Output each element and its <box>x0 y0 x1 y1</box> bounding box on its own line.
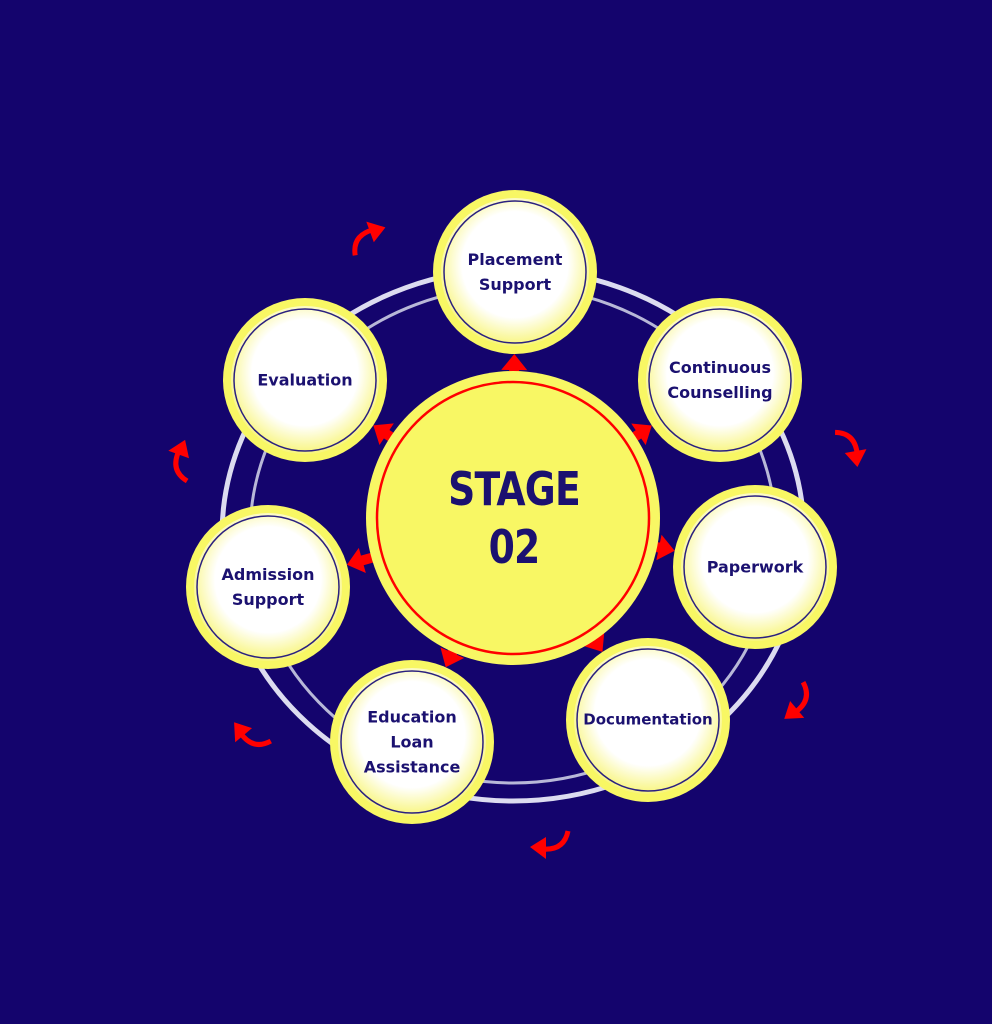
cycle-arrow-icon <box>234 722 272 747</box>
cycle-arrow-icon <box>530 830 571 859</box>
node-circle <box>638 298 802 462</box>
node-label: Paperwork <box>706 557 804 577</box>
cycle-arrow-icon <box>168 439 190 484</box>
center-title-line1: STAGE <box>448 462 581 516</box>
node-label: Placement Support <box>467 250 563 294</box>
center-red-ring <box>375 380 651 656</box>
node-circle <box>433 190 597 354</box>
node-circle <box>330 660 494 824</box>
node-label: Documentation <box>583 710 713 729</box>
cycle-arrow-icon <box>834 429 867 468</box>
center-title-line2: 02 <box>488 520 541 574</box>
node-label: Education Loan Assistance <box>363 707 461 777</box>
center-title: STAGE 02 <box>448 460 581 576</box>
cycle-arrow-icon <box>784 681 809 719</box>
node-label: Continuous Counselling <box>667 358 773 402</box>
node-label: Admission Support <box>221 565 315 609</box>
node-circle <box>223 298 387 462</box>
center-circle <box>366 371 660 665</box>
node-circle <box>673 485 837 649</box>
node-circle <box>186 505 350 669</box>
node-circle <box>566 638 730 802</box>
cycle-arrow-icon <box>352 221 386 256</box>
node-label: Evaluation <box>257 370 353 390</box>
